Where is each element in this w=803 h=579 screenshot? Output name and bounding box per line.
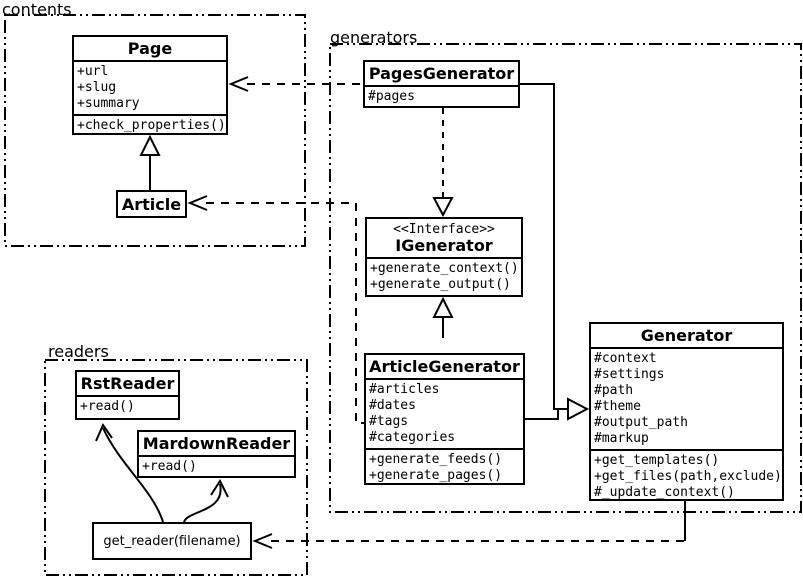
generalization-arrowhead-page — [139, 134, 161, 156]
package-label-readers: readers — [48, 342, 109, 361]
class-attributes-articlegenerator: #articles #dates #tags #categories — [366, 380, 523, 450]
class-name-igenerator: IGenerator — [395, 236, 493, 255]
class-title-articlegenerator: ArticleGenerator — [366, 355, 523, 380]
method: +generate_output() — [370, 277, 511, 292]
class-title-page: Page — [74, 37, 226, 62]
method: +generate_pages() — [369, 468, 503, 483]
attribute: +url — [77, 64, 109, 79]
generalization-arrowhead-igenerator-up — [432, 296, 454, 318]
attribute: #context — [594, 351, 657, 366]
method: +check_properties() — [77, 118, 226, 133]
class-methods-igenerator: +generate_context() +generate_output() — [367, 259, 521, 295]
attribute: #theme — [594, 399, 641, 414]
package-label-contents: contents — [2, 0, 72, 19]
function-label-get-reader: get_reader(filename) — [103, 533, 241, 549]
package-border-readers — [44, 359, 308, 576]
class-methods-rstreader: +read() — [77, 397, 178, 418]
package-label-generators: generators — [330, 28, 418, 47]
function-box-get-reader: get_reader(filename) — [92, 522, 252, 560]
dependency-arrowhead-page — [228, 76, 249, 92]
class-title-generator: Generator — [591, 324, 782, 349]
class-methods-mardownreader: +read() — [139, 457, 294, 477]
attribute: #output_path — [594, 415, 688, 430]
method: #_update_context() — [594, 485, 735, 500]
arrow-getreader-to-rstreader — [102, 427, 164, 523]
class-box-igenerator: <<Interface>> IGenerator +generate_conte… — [365, 217, 523, 297]
method: +read() — [142, 459, 197, 474]
method: +read() — [80, 399, 135, 414]
attribute: #markup — [594, 431, 649, 446]
attribute: #path — [594, 383, 634, 398]
dependency-arrowhead-article — [187, 195, 208, 211]
class-title-igenerator: <<Interface>> IGenerator — [367, 219, 521, 259]
dependency-articlegenerator-to-article — [206, 202, 364, 424]
class-methods-page: +check_properties() — [74, 116, 226, 136]
class-box-generator: Generator #context #settings #path #them… — [589, 322, 784, 501]
class-attributes-pagesgenerator: #pages — [365, 87, 518, 107]
class-title-article: Article — [121, 194, 182, 214]
attribute: #dates — [369, 398, 416, 413]
method: +get_templates() — [594, 453, 720, 468]
class-box-articlegenerator: ArticleGenerator #articles #dates #tags … — [364, 353, 525, 485]
attribute: #tags — [369, 414, 409, 429]
generalization-articlegenerator-to-generator — [525, 409, 559, 420]
class-attributes-page: +url +slug +summary — [74, 62, 226, 116]
generalization-arrowhead-generator — [567, 397, 590, 421]
class-attributes-generator: #context #settings #path #theme #output_… — [591, 349, 782, 451]
class-box-mardownreader: MardownReader +read() — [137, 430, 296, 478]
attribute: #articles — [369, 382, 440, 397]
class-title-rstreader: RstReader — [77, 372, 178, 397]
package-border-generators — [329, 43, 802, 513]
arrow-getreader-to-mardownreader — [183, 483, 222, 523]
class-box-pagesgenerator: PagesGenerator #pages — [363, 60, 520, 108]
class-box-page: Page +url +slug +summary +check_properti… — [72, 35, 228, 135]
class-title-mardownreader: MardownReader — [139, 432, 294, 457]
attribute: +summary — [77, 96, 140, 111]
class-stereotype-igenerator: <<Interface>> — [393, 222, 495, 237]
arrowhead-rstreader — [95, 422, 113, 442]
method: +generate_context() — [370, 261, 519, 276]
dependency-arrowhead-getreader — [252, 533, 273, 549]
class-box-rstreader: RstReader +read() — [75, 370, 180, 420]
class-methods-articlegenerator: +generate_feeds() +generate_pages() — [366, 450, 523, 486]
attribute: #categories — [369, 430, 456, 445]
class-methods-generator: +get_templates() +get_files(path,exclude… — [591, 451, 782, 503]
attribute: #settings — [594, 367, 665, 382]
attribute: +slug — [77, 80, 117, 95]
realization-arrowhead-igenerator — [432, 197, 454, 218]
method: +get_files(path,exclude) — [594, 469, 782, 484]
package-border-contents — [4, 14, 306, 247]
class-box-article: Article — [116, 190, 187, 218]
arrowhead-mardownreader — [210, 478, 229, 498]
class-title-pagesgenerator: PagesGenerator — [365, 62, 518, 87]
method: +generate_feeds() — [369, 452, 503, 467]
generalization-pagesgenerator-to-generator — [518, 83, 567, 410]
attribute: #pages — [368, 89, 415, 104]
